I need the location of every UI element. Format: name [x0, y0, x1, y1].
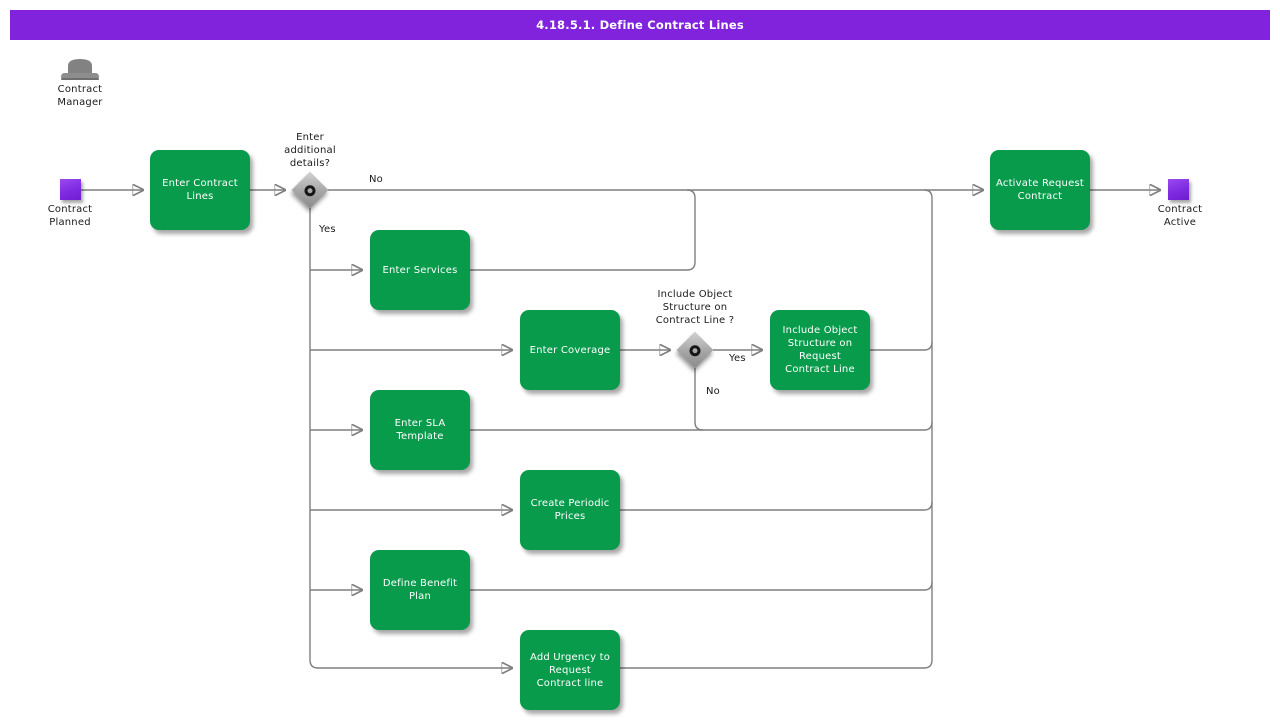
- task-define-benefit-plan[interactable]: Define Benefit Plan: [370, 550, 470, 630]
- edge-include-merge: [870, 341, 933, 351]
- task-label: Enter Services: [382, 264, 458, 276]
- task-enter-coverage[interactable]: Enter Coverage: [520, 310, 620, 390]
- start-event-contract-planned[interactable]: [60, 179, 81, 200]
- task-label: Enter Coverage: [529, 344, 611, 356]
- edge-right-trunk-up: [923, 189, 933, 660]
- edge-enter-sla-merge: [470, 421, 933, 431]
- task-enter-sla-template[interactable]: Enter SLA Template: [370, 390, 470, 470]
- task-label: Include Object Structure on Request Cont…: [782, 325, 858, 375]
- edge-gateway1-yes-trunk-to-add-urgency: [309, 208, 512, 668]
- task-label: Enter SLA Template: [394, 418, 446, 442]
- edge-add-urgency-merge: [620, 659, 933, 669]
- edge-label-yes-1: Yes: [319, 224, 336, 235]
- task-label: Define Benefit Plan: [382, 578, 458, 602]
- gateway-ring-icon: [304, 184, 316, 196]
- task-label: Enter Contract Lines: [162, 178, 238, 202]
- actor-label: Contract Manager: [57, 84, 103, 108]
- end-event-contract-active[interactable]: [1168, 179, 1189, 200]
- task-enter-services[interactable]: Enter Services: [370, 230, 470, 310]
- bowler-hat-icon: [61, 59, 99, 80]
- edge-gateway2-no-merge: [694, 368, 704, 431]
- task-create-periodic-prices[interactable]: Create Periodic Prices: [520, 470, 620, 550]
- task-activate-request-contract[interactable]: Activate Request Contract: [990, 150, 1090, 230]
- edge-label-yes-2: Yes: [729, 353, 746, 364]
- edge-label-no-1: No: [369, 174, 383, 185]
- task-enter-contract-lines[interactable]: Enter Contract Lines: [150, 150, 250, 230]
- gateway-ring-icon: [689, 344, 701, 356]
- start-event-label: Contract Planned: [47, 204, 93, 228]
- end-event-label: Contract Active: [1157, 204, 1203, 228]
- edge-label-no-2: No: [706, 386, 720, 397]
- task-include-object-structure[interactable]: Include Object Structure on Request Cont…: [770, 310, 870, 390]
- task-label: Activate Request Contract: [996, 178, 1084, 202]
- edge-enter-services-merge: [470, 189, 696, 271]
- task-label: Create Periodic Prices: [530, 498, 610, 522]
- edge-define-benefit-merge: [470, 581, 933, 591]
- gateway2-question-label: Include Object Structure on Contract Lin…: [655, 289, 735, 326]
- task-add-urgency[interactable]: Add Urgency to Request Contract line: [520, 630, 620, 710]
- title-bar: 4.18.5.1. Define Contract Lines: [10, 10, 1270, 40]
- task-label: Add Urgency to Request Contract line: [529, 651, 611, 689]
- edge-create-periodic-merge: [620, 501, 933, 511]
- gateway1-question-label: Enter additional details?: [284, 132, 336, 169]
